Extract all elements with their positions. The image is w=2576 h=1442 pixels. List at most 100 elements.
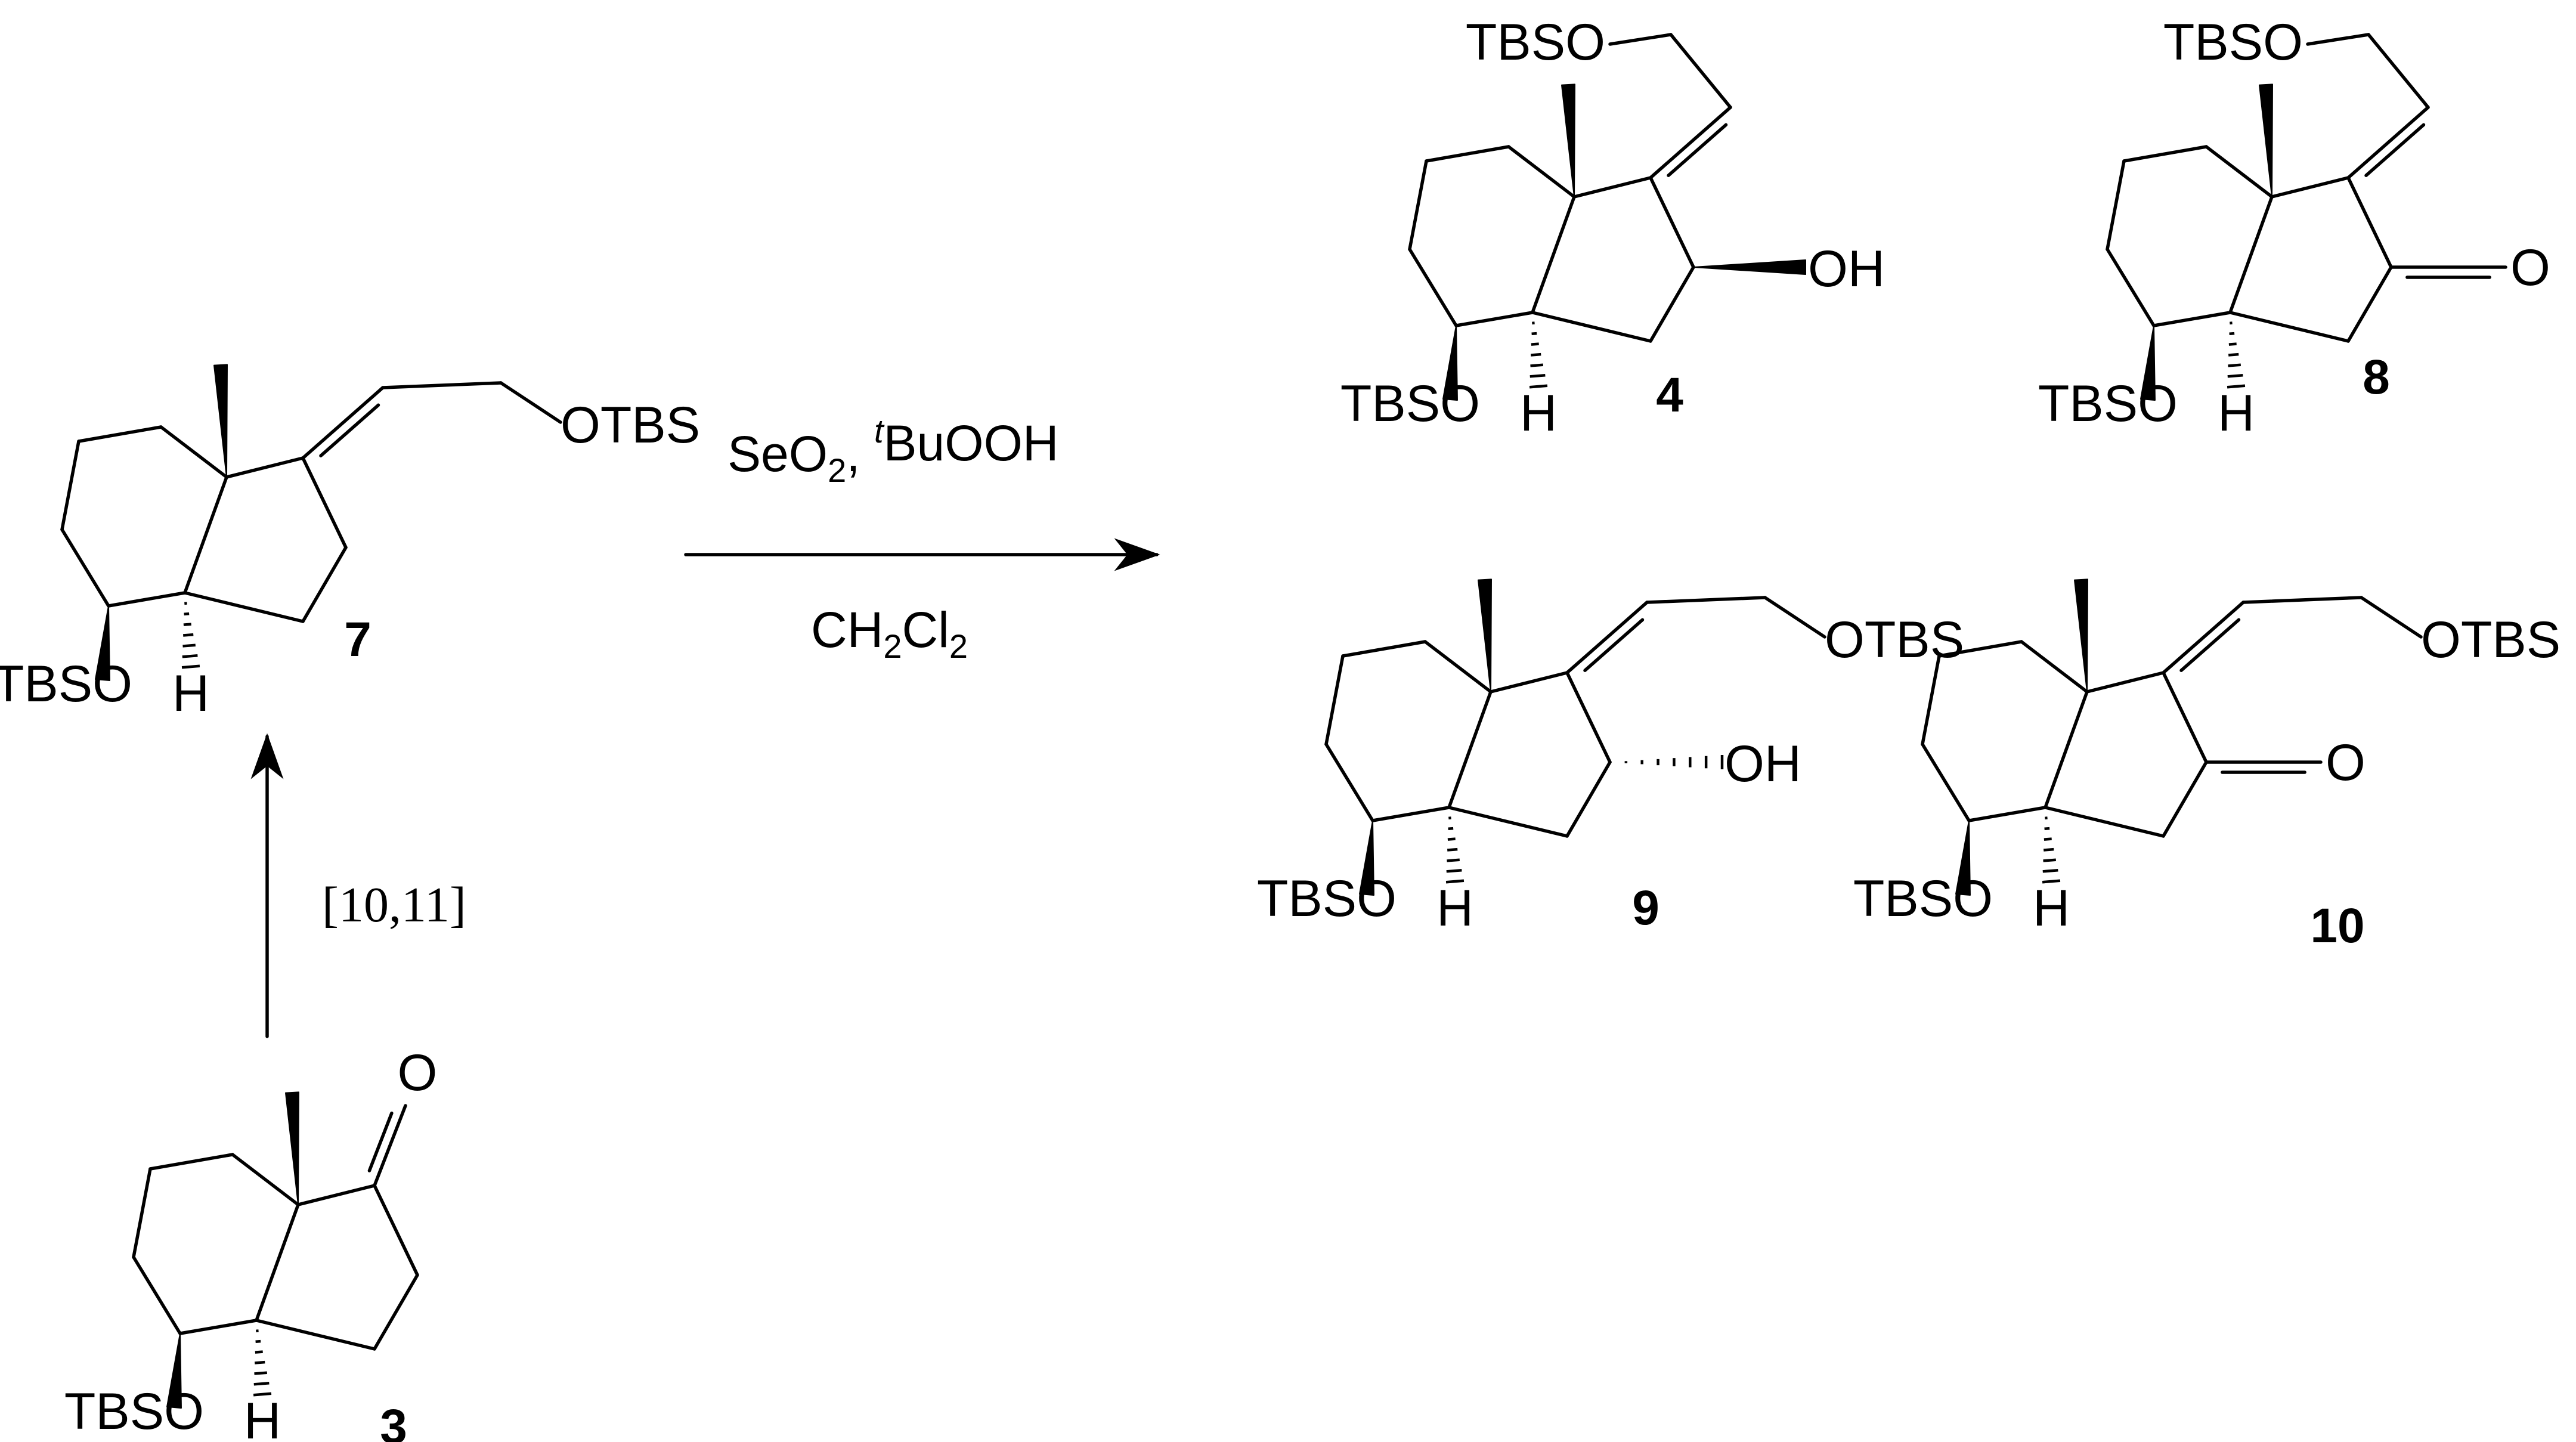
bond-line (255, 1319, 376, 1351)
bond-line (1572, 176, 1652, 199)
hydroxyl-label: OH (1808, 240, 1885, 298)
methyl-wedge-bond (285, 1091, 299, 1205)
bond-line (2122, 145, 2208, 163)
bond-line (2367, 33, 2430, 109)
hydroxyl-label: OH (1724, 735, 1801, 793)
bond-line (178, 1319, 258, 1335)
hydroxyl-wedge-bond (1693, 259, 1806, 275)
ring-fusion-h-hashed-bond (181, 602, 200, 669)
bond-line (255, 1203, 300, 1322)
bond-line (132, 1167, 152, 1259)
bond-line (2152, 311, 2232, 327)
methyl-wedge-bond (1561, 83, 1575, 197)
bond-line (2044, 690, 2089, 809)
bond-line (2228, 195, 2274, 314)
bond-line (183, 591, 305, 623)
double-bond-line (367, 1111, 394, 1172)
tbso-label: TBSO (1257, 870, 1397, 927)
methyl-wedge-bond (2074, 578, 2088, 692)
bond-line (1565, 601, 1649, 674)
compound-number-9: 9 (1632, 881, 1659, 935)
arrow-3-to-7: [10,11] (250, 733, 466, 1038)
bond-line (1649, 265, 1695, 343)
bond-line (1921, 742, 1971, 822)
methyl-wedge-bond (1478, 578, 1492, 692)
bond-line (2106, 247, 2156, 327)
oxygen-label: O (2510, 239, 2550, 296)
bond-line (2162, 671, 2208, 764)
bond-line (1447, 690, 1493, 809)
compound-number-7: 7 (344, 612, 371, 667)
hydrogen-label: H (2218, 385, 2255, 442)
otbs-wedge-bond (95, 605, 110, 681)
reagent-part: SeO (727, 426, 828, 482)
bond-line (2205, 145, 2274, 199)
bond-line (2346, 265, 2393, 343)
bond-line (1937, 640, 2023, 658)
bond-line (60, 440, 80, 531)
bond-line (1507, 145, 1576, 199)
bond-line (2162, 601, 2245, 674)
bond-line (159, 425, 228, 479)
bond-line (381, 381, 503, 389)
reagent-label: SeO2, tBuOOH (727, 412, 1059, 489)
bond-line (373, 1273, 419, 1351)
methyl-wedge-bond (2259, 83, 2273, 197)
bond-line (1454, 311, 1534, 327)
bond-line (148, 1153, 234, 1171)
bond-line (231, 1153, 300, 1206)
hydroxyl-hashed-bond (1624, 755, 1724, 769)
bond-line (1371, 806, 1451, 822)
ring-fusion-h-hashed-bond (2227, 321, 2246, 389)
bond-line (1649, 106, 1732, 180)
reagent-part: BuOOH (884, 415, 1059, 471)
otbs-chain-label: OTBS (2421, 611, 2560, 669)
solvent-part: CH (811, 602, 883, 658)
compound-number-10: 10 (2310, 899, 2364, 953)
bond-line (2162, 760, 2208, 838)
bond-line (1324, 654, 1345, 746)
bond-line (1447, 806, 1569, 838)
bond-line (1531, 195, 1576, 314)
bond-line (373, 1104, 407, 1187)
compound-number-3: 3 (380, 1400, 407, 1442)
double-bond-line (2179, 618, 2241, 672)
solvent-label: CH2Cl2 (811, 602, 968, 665)
bond-line (2346, 106, 2430, 180)
bond-line (2270, 176, 2350, 199)
double-bond-line (1667, 123, 1728, 177)
bond-line (77, 425, 163, 443)
bond-line (1408, 247, 1458, 327)
tbso-label: TBSO (2038, 375, 2178, 432)
solvent-part: 2 (949, 627, 968, 665)
otbs-chain-label: OTBS (561, 397, 700, 454)
bond-line (1408, 159, 1428, 251)
hydrogen-label: H (1520, 385, 1557, 442)
oxygen-label: O (2326, 734, 2366, 791)
bond-line (1565, 760, 1612, 838)
tbso-label: TBSO (64, 1383, 204, 1440)
bond-line (296, 1184, 376, 1206)
otbs-wedge-bond (1442, 325, 1458, 401)
bond-line (132, 1255, 182, 1335)
tbso-label: TBSO (0, 655, 132, 713)
bond-line (1967, 806, 2047, 822)
bond-line (2044, 806, 2165, 838)
oxygen-label: O (398, 1044, 438, 1101)
bond-line (1649, 176, 1695, 269)
bond-line (1565, 671, 1612, 764)
tbso-chain-label: TBSO (1466, 14, 1605, 71)
bond-line (373, 1184, 419, 1277)
bond-line (225, 456, 305, 479)
otbs-wedge-bond (2140, 325, 2156, 401)
methyl-wedge-bond (213, 364, 228, 478)
reference-label: [10,11] (322, 877, 466, 933)
otbs-chain-label: OTBS (1825, 611, 1964, 669)
tbso-chain-label: TBSO (2163, 14, 2303, 71)
bond-line (1531, 311, 1652, 343)
bond-line (1921, 654, 1941, 746)
